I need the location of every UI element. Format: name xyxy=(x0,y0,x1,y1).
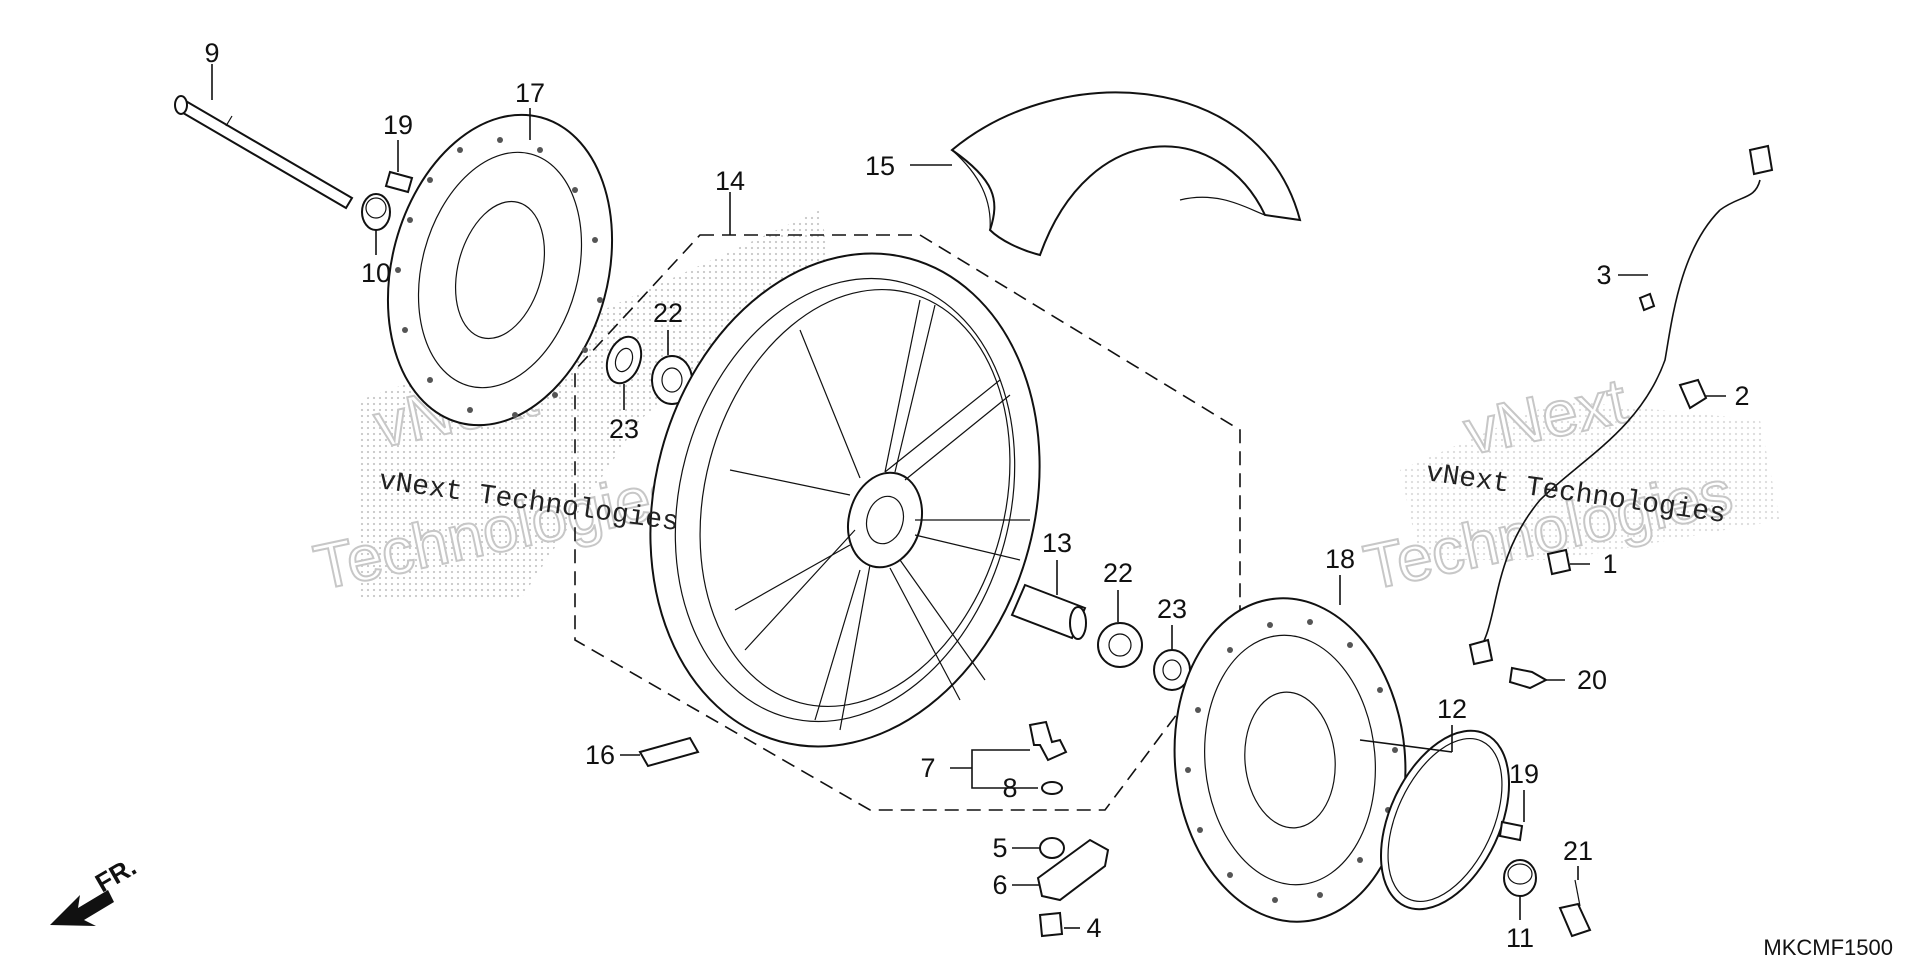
callout-23-left: 23 xyxy=(609,414,639,444)
callout-16: 16 xyxy=(585,740,615,770)
part-grommet xyxy=(1546,548,1572,576)
part-axle xyxy=(174,95,354,210)
direction-label: FR. xyxy=(90,851,141,898)
callout-1: 1 xyxy=(1602,549,1617,579)
front-direction-arrow-icon: FR. xyxy=(50,851,141,926)
part-distance-collar xyxy=(1010,583,1087,640)
callout-15: 15 xyxy=(865,151,895,181)
assembly-outline xyxy=(574,234,1241,811)
callout-22-left: 22 xyxy=(653,298,683,328)
part-wire-clamp xyxy=(1678,378,1708,410)
part-dust-seal-left xyxy=(605,335,643,385)
part-nut xyxy=(1039,837,1065,859)
callout-19-upper: 19 xyxy=(383,110,413,140)
callout-11: 11 xyxy=(1506,923,1534,953)
callout-12: 12 xyxy=(1437,694,1467,724)
part-bearing-right xyxy=(1097,622,1143,668)
callout-13: 13 xyxy=(1042,528,1072,558)
callout-10: 10 xyxy=(361,258,391,288)
diagram-code: MKCMF1500 xyxy=(1763,935,1893,960)
callout-23-right: 23 xyxy=(1157,594,1187,624)
callout-5: 5 xyxy=(992,833,1007,863)
part-flange-bolt xyxy=(1558,879,1592,938)
callout-9: 9 xyxy=(204,38,219,68)
watermark-dot-area-left xyxy=(360,210,830,600)
part-tire-valve xyxy=(1028,720,1068,762)
callout-7: 7 xyxy=(920,753,935,783)
part-brake-disc-right xyxy=(1173,597,1407,923)
callout-3: 3 xyxy=(1596,260,1611,290)
callout-17: 17 xyxy=(515,78,545,108)
part-collar-left xyxy=(361,193,391,231)
part-speed-sensor-bracket xyxy=(1036,838,1110,902)
part-bolt-upper xyxy=(384,170,414,194)
part-front-wheel xyxy=(649,252,1041,748)
part-bolt-lower xyxy=(1498,820,1524,842)
callout-4: 4 xyxy=(1086,913,1101,943)
part-speed-sensor-wire xyxy=(1468,144,1774,666)
callout-19-lower: 19 xyxy=(1509,759,1539,789)
part-balance-weight xyxy=(638,736,700,768)
callout-21: 21 xyxy=(1563,836,1593,866)
part-tire xyxy=(950,91,1302,257)
callout-8: 8 xyxy=(1002,773,1017,803)
callout-14: 14 xyxy=(715,166,745,196)
callout-6: 6 xyxy=(992,870,1007,900)
part-collar-right xyxy=(1503,859,1537,897)
part-brake-disc-left xyxy=(386,113,614,427)
part-valve-washer xyxy=(1041,781,1063,795)
part-bolt-pin xyxy=(1038,911,1064,938)
callout-20: 20 xyxy=(1577,665,1607,695)
part-pulser-ring xyxy=(1379,729,1511,911)
watermark-dot-area-right xyxy=(1400,400,1780,560)
callout-2: 2 xyxy=(1734,381,1749,411)
part-sensor-bolt xyxy=(1508,666,1549,690)
callout-18: 18 xyxy=(1325,544,1355,574)
callout-22-right: 22 xyxy=(1103,558,1133,588)
